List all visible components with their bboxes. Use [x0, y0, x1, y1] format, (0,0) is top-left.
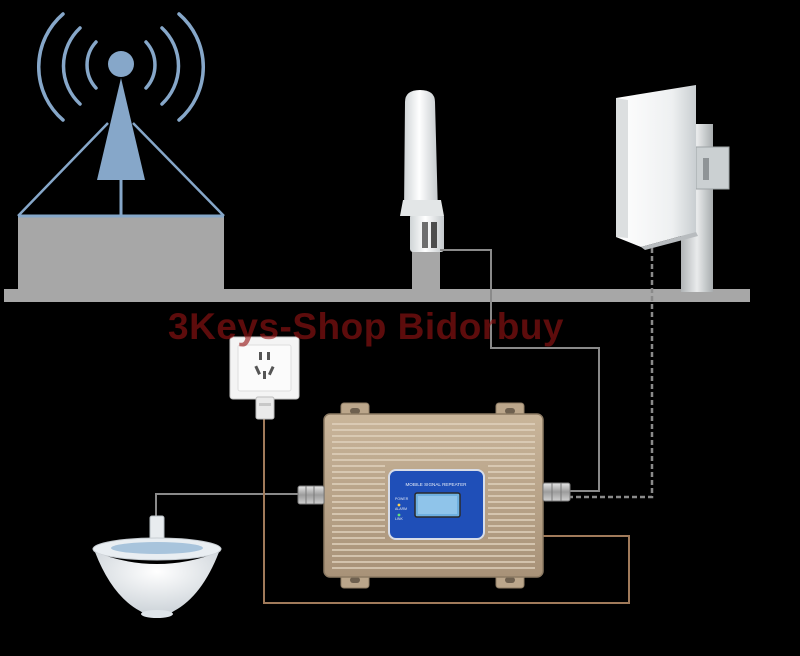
repeater-front-panel: MOBILE SIGNAL REPEATER POWER ALARM LINK: [388, 469, 485, 540]
signal-repeater: MOBILE SIGNAL REPEATER POWER ALARM LINK: [297, 402, 571, 589]
signal-waves-icon: [36, 12, 206, 122]
side-label-3: LINK: [395, 517, 403, 521]
cables: [155, 248, 654, 604]
cell-tower-icon: [17, 12, 225, 289]
panel-antenna-icon: [616, 85, 730, 292]
side-label-1: POWER: [395, 497, 409, 501]
indoor-cable: [155, 493, 300, 520]
repeater-input-connector: [297, 485, 325, 505]
heat-sink-fins: [332, 423, 535, 569]
omni-antenna-icon: [400, 90, 444, 289]
repeater-output-connector: [542, 482, 571, 502]
power-socket-icon: [229, 336, 300, 420]
outdoor-cable: [440, 249, 600, 492]
panel-antenna-cable: [570, 248, 654, 499]
ground-line: [4, 289, 750, 302]
repeater-panel-text: MOBILE SIGNAL REPEATER: [405, 482, 467, 487]
side-label-2: ALARM: [395, 507, 407, 511]
power-cable: [263, 418, 630, 604]
ceiling-antenna-icon: [92, 515, 222, 618]
watermark-text: 3Keys-Shop Bidorbuy: [168, 306, 564, 347]
